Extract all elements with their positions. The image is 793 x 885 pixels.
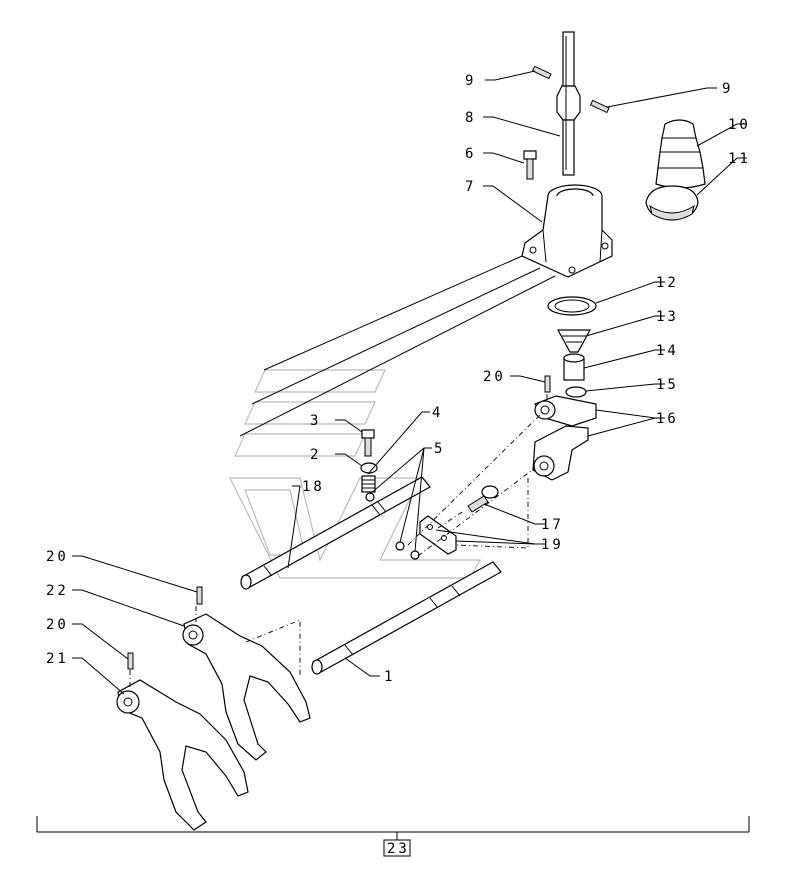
callout-14: 14 [656, 343, 679, 359]
callout-11: 11 [728, 151, 751, 167]
callout-16: 16 [656, 411, 679, 427]
callout-4: 4 [432, 405, 443, 421]
assembly-label: 23 [387, 841, 410, 857]
part-19-plate [419, 515, 457, 555]
callout-7: 7 [465, 179, 476, 195]
callout-9-left: 9 [465, 73, 476, 89]
part-21-shift-fork [116, 679, 249, 831]
part-10-rubber-boot [655, 119, 706, 189]
callout-15: 15 [656, 377, 679, 393]
assembly-centerlines [129, 394, 548, 690]
callout-5: 5 [434, 441, 445, 457]
callout-13: 13 [656, 309, 679, 325]
part-5-ball-3 [410, 550, 420, 560]
callout-18: 18 [302, 479, 325, 495]
part-17-screw [467, 485, 499, 513]
callout-17: 17 [541, 517, 564, 533]
callout-leaders [72, 70, 747, 695]
callout-21: 21 [46, 651, 69, 667]
part-16-selector-lower [532, 425, 589, 481]
housing-leader-lines [239, 255, 556, 437]
part-3-bolt [361, 429, 375, 457]
part-9-pin-left [531, 65, 552, 80]
part-5-ball-1 [365, 492, 375, 502]
part-1-selector-rod [311, 561, 502, 675]
callout-19: 19 [541, 537, 564, 553]
part-2-washer [360, 462, 378, 474]
part-8-gear-lever [556, 31, 581, 176]
callout-20-fork-upper: 20 [46, 549, 69, 565]
part-18-selector-rod [240, 476, 431, 590]
part-4-spring [361, 475, 376, 493]
callout-9-right: 9 [722, 81, 733, 97]
part-6-bolt [523, 150, 537, 180]
part-15-circlip [565, 386, 587, 398]
part-20-pin-upper [544, 375, 551, 393]
part-11-retaining-ring [645, 185, 699, 221]
callout-2: 2 [310, 447, 321, 463]
part-14-bushing [563, 353, 585, 381]
callout-20-upper: 20 [483, 369, 506, 385]
part-7-housing [521, 184, 613, 278]
callout-22: 22 [46, 583, 69, 599]
callout-3: 3 [310, 413, 321, 429]
part-12-gasket [547, 296, 597, 316]
part-20-pin-fork-upper [196, 586, 203, 605]
callout-1: 1 [384, 669, 395, 685]
part-16-selector-upper [534, 395, 597, 427]
part-20-pin-fork-lower [127, 652, 134, 670]
callout-6: 6 [465, 146, 476, 162]
part-9-pin-right [589, 99, 610, 114]
callout-8: 8 [465, 110, 476, 126]
part-13-spring-cone [556, 329, 592, 353]
assembly-bracket [36, 816, 750, 857]
callout-20-fork-lower: 20 [46, 617, 69, 633]
part-22-shift-fork [182, 613, 311, 761]
callout-labels: 9 9 8 6 7 10 11 12 13 14 15 16 20 3 4 2 … [46, 73, 751, 857]
callout-12: 12 [656, 275, 679, 291]
part-5-ball-2 [395, 541, 405, 551]
callout-10: 10 [728, 117, 751, 133]
